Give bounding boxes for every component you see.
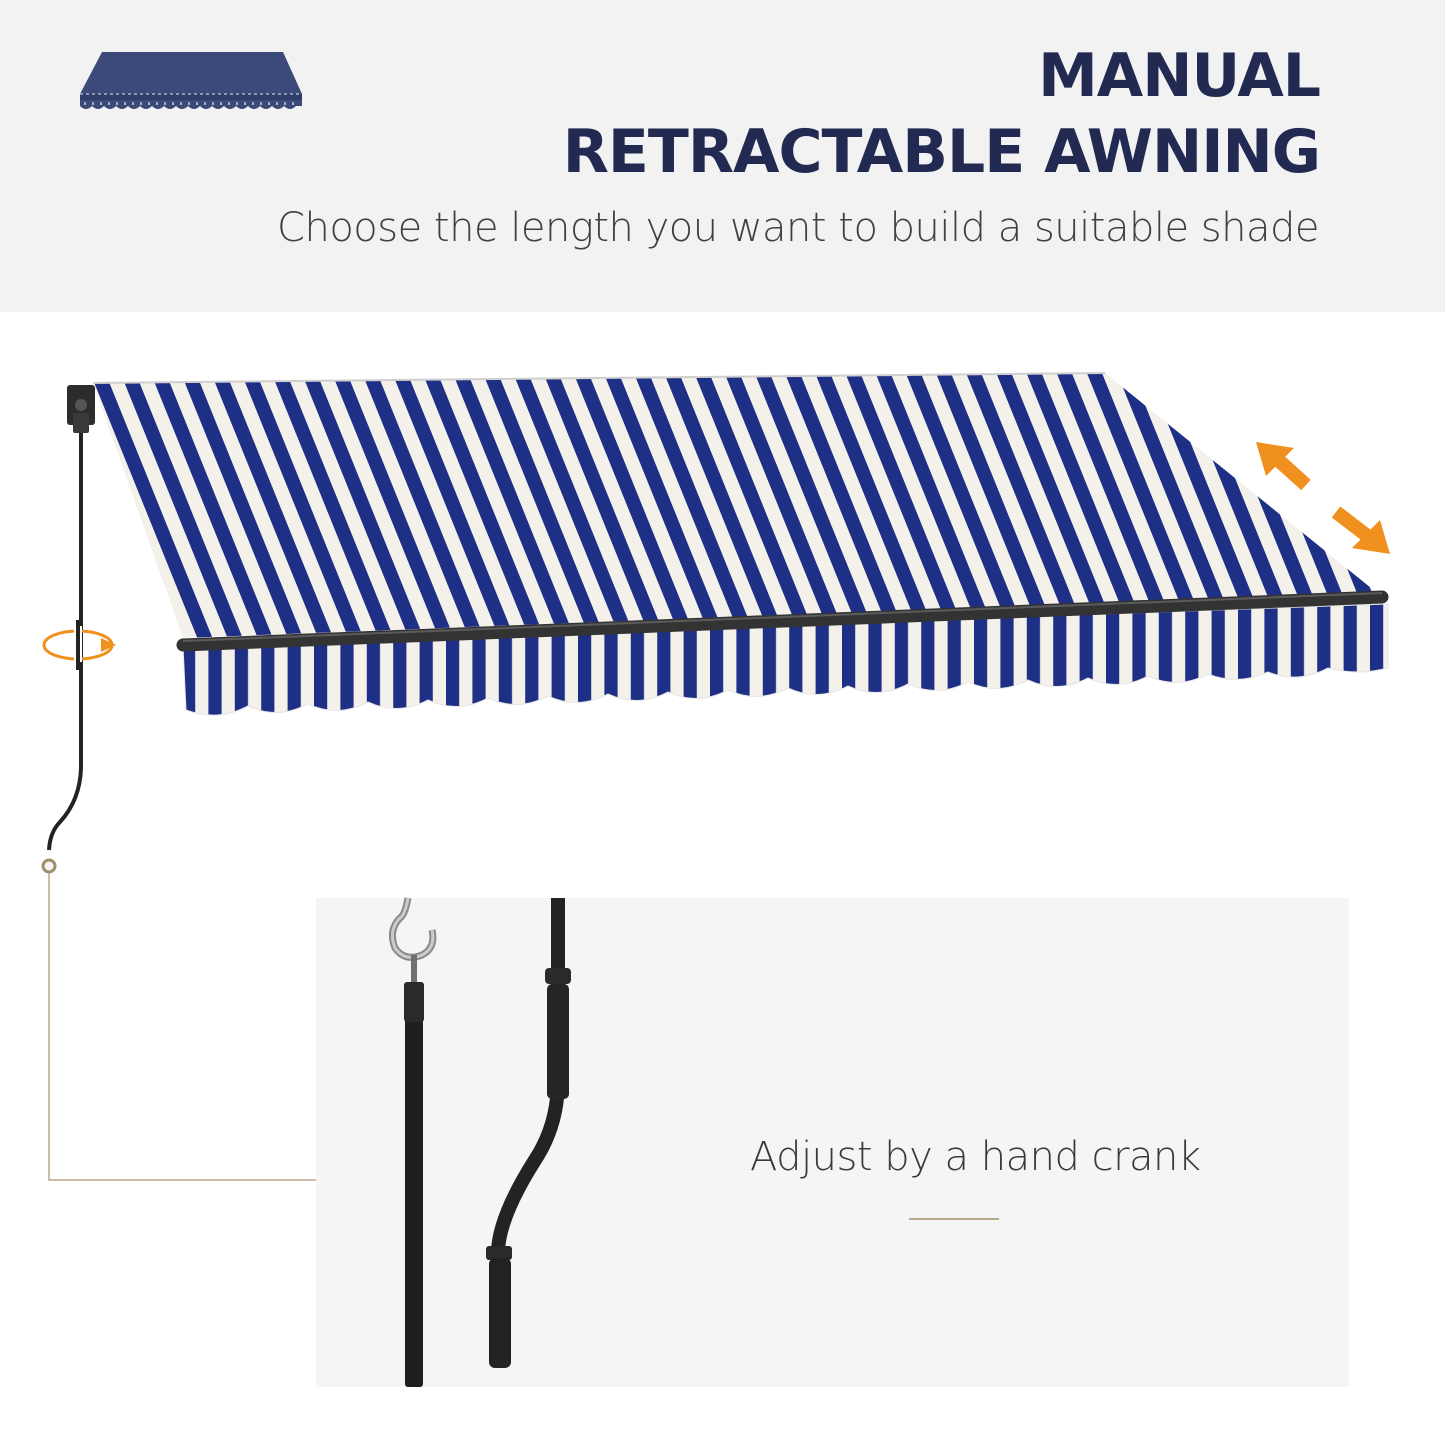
hook-rod (405, 982, 423, 1387)
subtitle: Choose the length you want to build a su… (277, 205, 1319, 251)
crank-handle-icon (486, 898, 571, 1368)
caption-divider (909, 1218, 999, 1220)
title-line-1: MANUAL (1038, 41, 1321, 111)
crank-caption: Adjust by a hand crank (750, 1134, 1201, 1180)
extend-arrow-icon (1256, 442, 1390, 554)
awning-illustration (41, 372, 1390, 1387)
hook-icon (388, 897, 437, 983)
awning-valance (182, 603, 1389, 716)
crank-detail-panel (316, 898, 1349, 1387)
callout-line (48, 873, 316, 1181)
title-line-2: RETRACTABLE AWNING (562, 117, 1321, 187)
awning-canopy (93, 373, 1376, 638)
awning-logo-icon (80, 52, 302, 109)
header-banner: MANUAL RETRACTABLE AWNING Choose the len… (0, 0, 1445, 312)
crank-rod (47, 433, 83, 851)
rotate-arrow-icon (42, 620, 116, 670)
crank-gear-bracket (67, 385, 95, 433)
front-bar (176, 590, 1389, 652)
